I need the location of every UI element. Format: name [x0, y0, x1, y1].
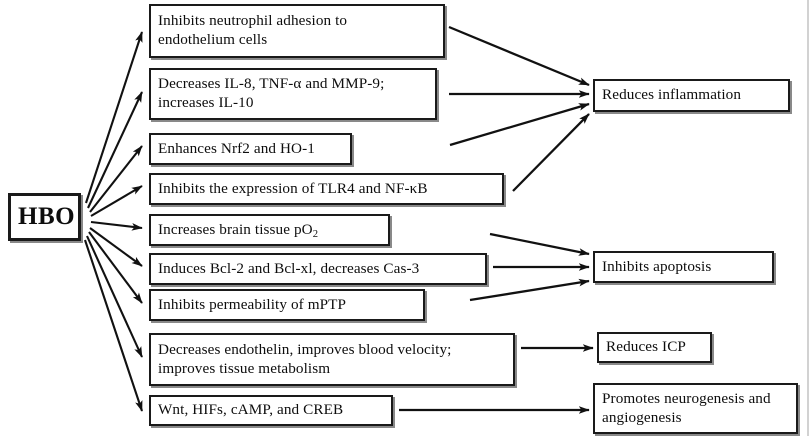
- edge-hbo-mptp: [88, 231, 143, 304]
- node-apoptosis-label: Inhibits apoptosis: [602, 257, 712, 275]
- node-wnt-label: Wnt, HIFs, cAMP, and CREB: [158, 401, 344, 419]
- node-neutrophil-label: Inhibits neutrophil adhesion to endothel…: [158, 12, 348, 48]
- node-tlr4[interactable]: Inhibits the expression of TLR4 and NF-κ…: [149, 173, 504, 205]
- edge-po2-apoptosis: [489, 232, 590, 256]
- node-icp-label: Reduces ICP: [606, 338, 686, 356]
- edge-neutrophil-inflammation: [448, 25, 590, 87]
- node-apoptosis[interactable]: Inhibits apoptosis: [593, 251, 774, 283]
- edge-hbo-neutrophil: [85, 31, 143, 204]
- node-nrf2-label: Enhances Nrf2 and HO-1: [158, 139, 315, 157]
- node-endothelin[interactable]: Decreases endothelin, improves blood vel…: [149, 333, 515, 386]
- edge-mptp-apoptosis: [469, 278, 590, 302]
- node-neurogenesis[interactable]: Promotes neurogenesis and angiogenesis: [593, 383, 798, 434]
- node-hbo[interactable]: HBO: [8, 193, 81, 241]
- node-cytokines-label: Decreases IL-8, TNF-α and MMP-9; increas…: [158, 75, 385, 111]
- node-mptp[interactable]: Inhibits permeability of mPTP: [149, 289, 425, 321]
- edge-hbo-bcl2: [89, 227, 143, 267]
- edge-hbo-nrf2: [89, 145, 143, 213]
- node-wnt[interactable]: Wnt, HIFs, cAMP, and CREB: [149, 395, 393, 426]
- node-tlr4-label: Inhibits the expression of TLR4 and NF-κ…: [158, 179, 428, 197]
- node-endothelin-label: Decreases endothelin, improves blood vel…: [158, 340, 452, 377]
- node-bcl2-label: Induces Bcl-2 and Bcl-xl, decreases Cas-…: [158, 259, 420, 277]
- edges-to-apoptosis: [469, 232, 590, 302]
- node-mptp-label: Inhibits permeability of mPTP: [158, 295, 347, 313]
- node-po2-subscript: 2: [312, 228, 319, 240]
- edge-nrf2-inflammation: [449, 102, 590, 147]
- node-icp[interactable]: Reduces ICP: [597, 332, 712, 363]
- edge-hbo-cytokines: [87, 91, 143, 209]
- edge-hbo-endothelin: [86, 235, 143, 358]
- node-neurogenesis-label: Promotes neurogenesis and angiogenesis: [602, 389, 771, 426]
- edges-to-inflammation: [448, 25, 590, 192]
- node-nrf2[interactable]: Enhances Nrf2 and HO-1: [149, 133, 352, 165]
- node-cytokines[interactable]: Decreases IL-8, TNF-α and MMP-9; increas…: [149, 68, 437, 120]
- node-bcl2[interactable]: Induces Bcl-2 and Bcl-xl, decreases Cas-…: [149, 253, 487, 285]
- node-inflammation[interactable]: Reduces inflammation: [593, 79, 790, 112]
- edge-hbo-po2: [90, 220, 143, 231]
- edges-from-hbo: [84, 31, 143, 412]
- edge-hbo-wnt: [84, 239, 143, 412]
- edge-tlr4-inflammation: [512, 113, 590, 192]
- node-neutrophil[interactable]: Inhibits neutrophil adhesion to endothel…: [149, 4, 445, 58]
- node-po2-label: Increases brain tissue pO2: [158, 220, 319, 240]
- node-hbo-label: HBO: [18, 202, 76, 230]
- edge-hbo-tlr4: [90, 185, 143, 217]
- node-inflammation-label: Reduces inflammation: [602, 86, 742, 104]
- node-po2[interactable]: Increases brain tissue pO2: [149, 214, 390, 246]
